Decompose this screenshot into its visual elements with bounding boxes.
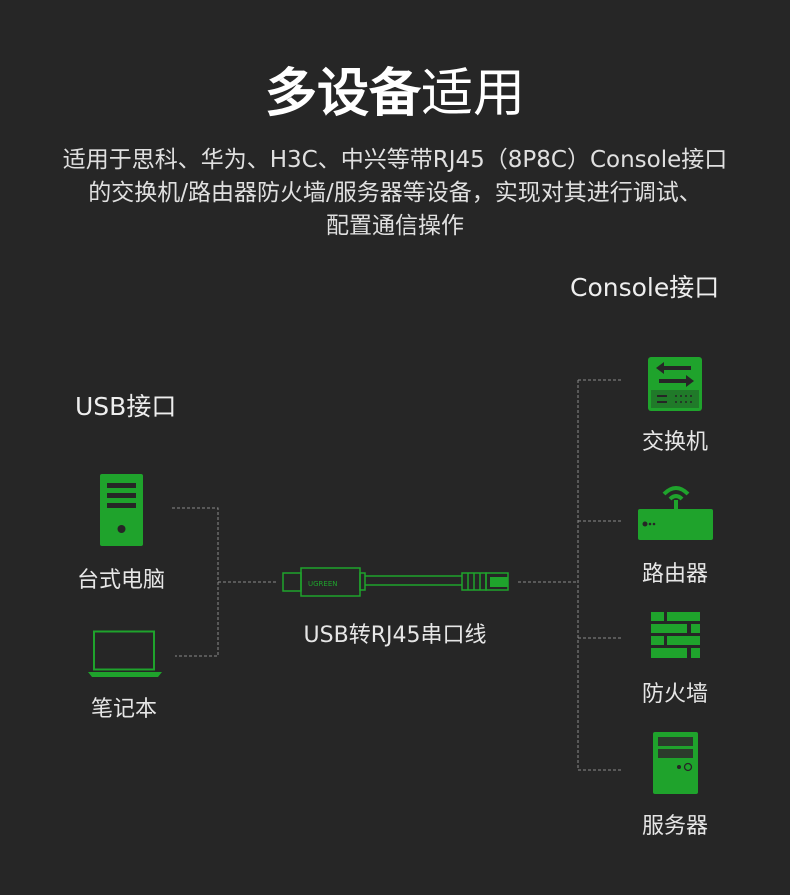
description-line: 适用于思科、华为、H3C、中兴等带RJ45（8P8C）Console接口 [62, 147, 728, 173]
usb-header: USB接口 [75, 392, 177, 421]
switch-icon [648, 357, 702, 411]
page-title: 多设备适用 [0, 62, 790, 126]
laptop-label: 笔记本 [90, 697, 158, 722]
console-header: Console接口 [570, 273, 720, 302]
firewall-label: 防火墙 [641, 682, 709, 707]
cable-brand: UGREEN [308, 580, 338, 588]
desktop-tower-icon [100, 474, 143, 546]
title-bold: 多设备 [264, 64, 421, 124]
server-label: 服务器 [641, 814, 709, 839]
description-line: 的交换机/路由器防火墙/服务器等设备，实现对其进行调试、 [88, 180, 702, 206]
cable-label: USB转RJ45串口线 [303, 623, 487, 648]
title-regular: 适用 [421, 64, 526, 124]
usb-rj45-cable-icon: UGREEN [282, 567, 509, 597]
router-icon [638, 486, 713, 540]
server-icon [653, 732, 698, 794]
laptop-icon [88, 630, 162, 677]
firewall-icon [651, 612, 700, 658]
desktop-label: 台式电脑 [76, 568, 166, 593]
description: 适用于思科、华为、H3C、中兴等带RJ45（8P8C）Console接口 的交换… [40, 144, 750, 243]
switch-label: 交换机 [641, 430, 709, 455]
description-line: 配置通信操作 [326, 213, 464, 239]
router-label: 路由器 [641, 562, 709, 587]
